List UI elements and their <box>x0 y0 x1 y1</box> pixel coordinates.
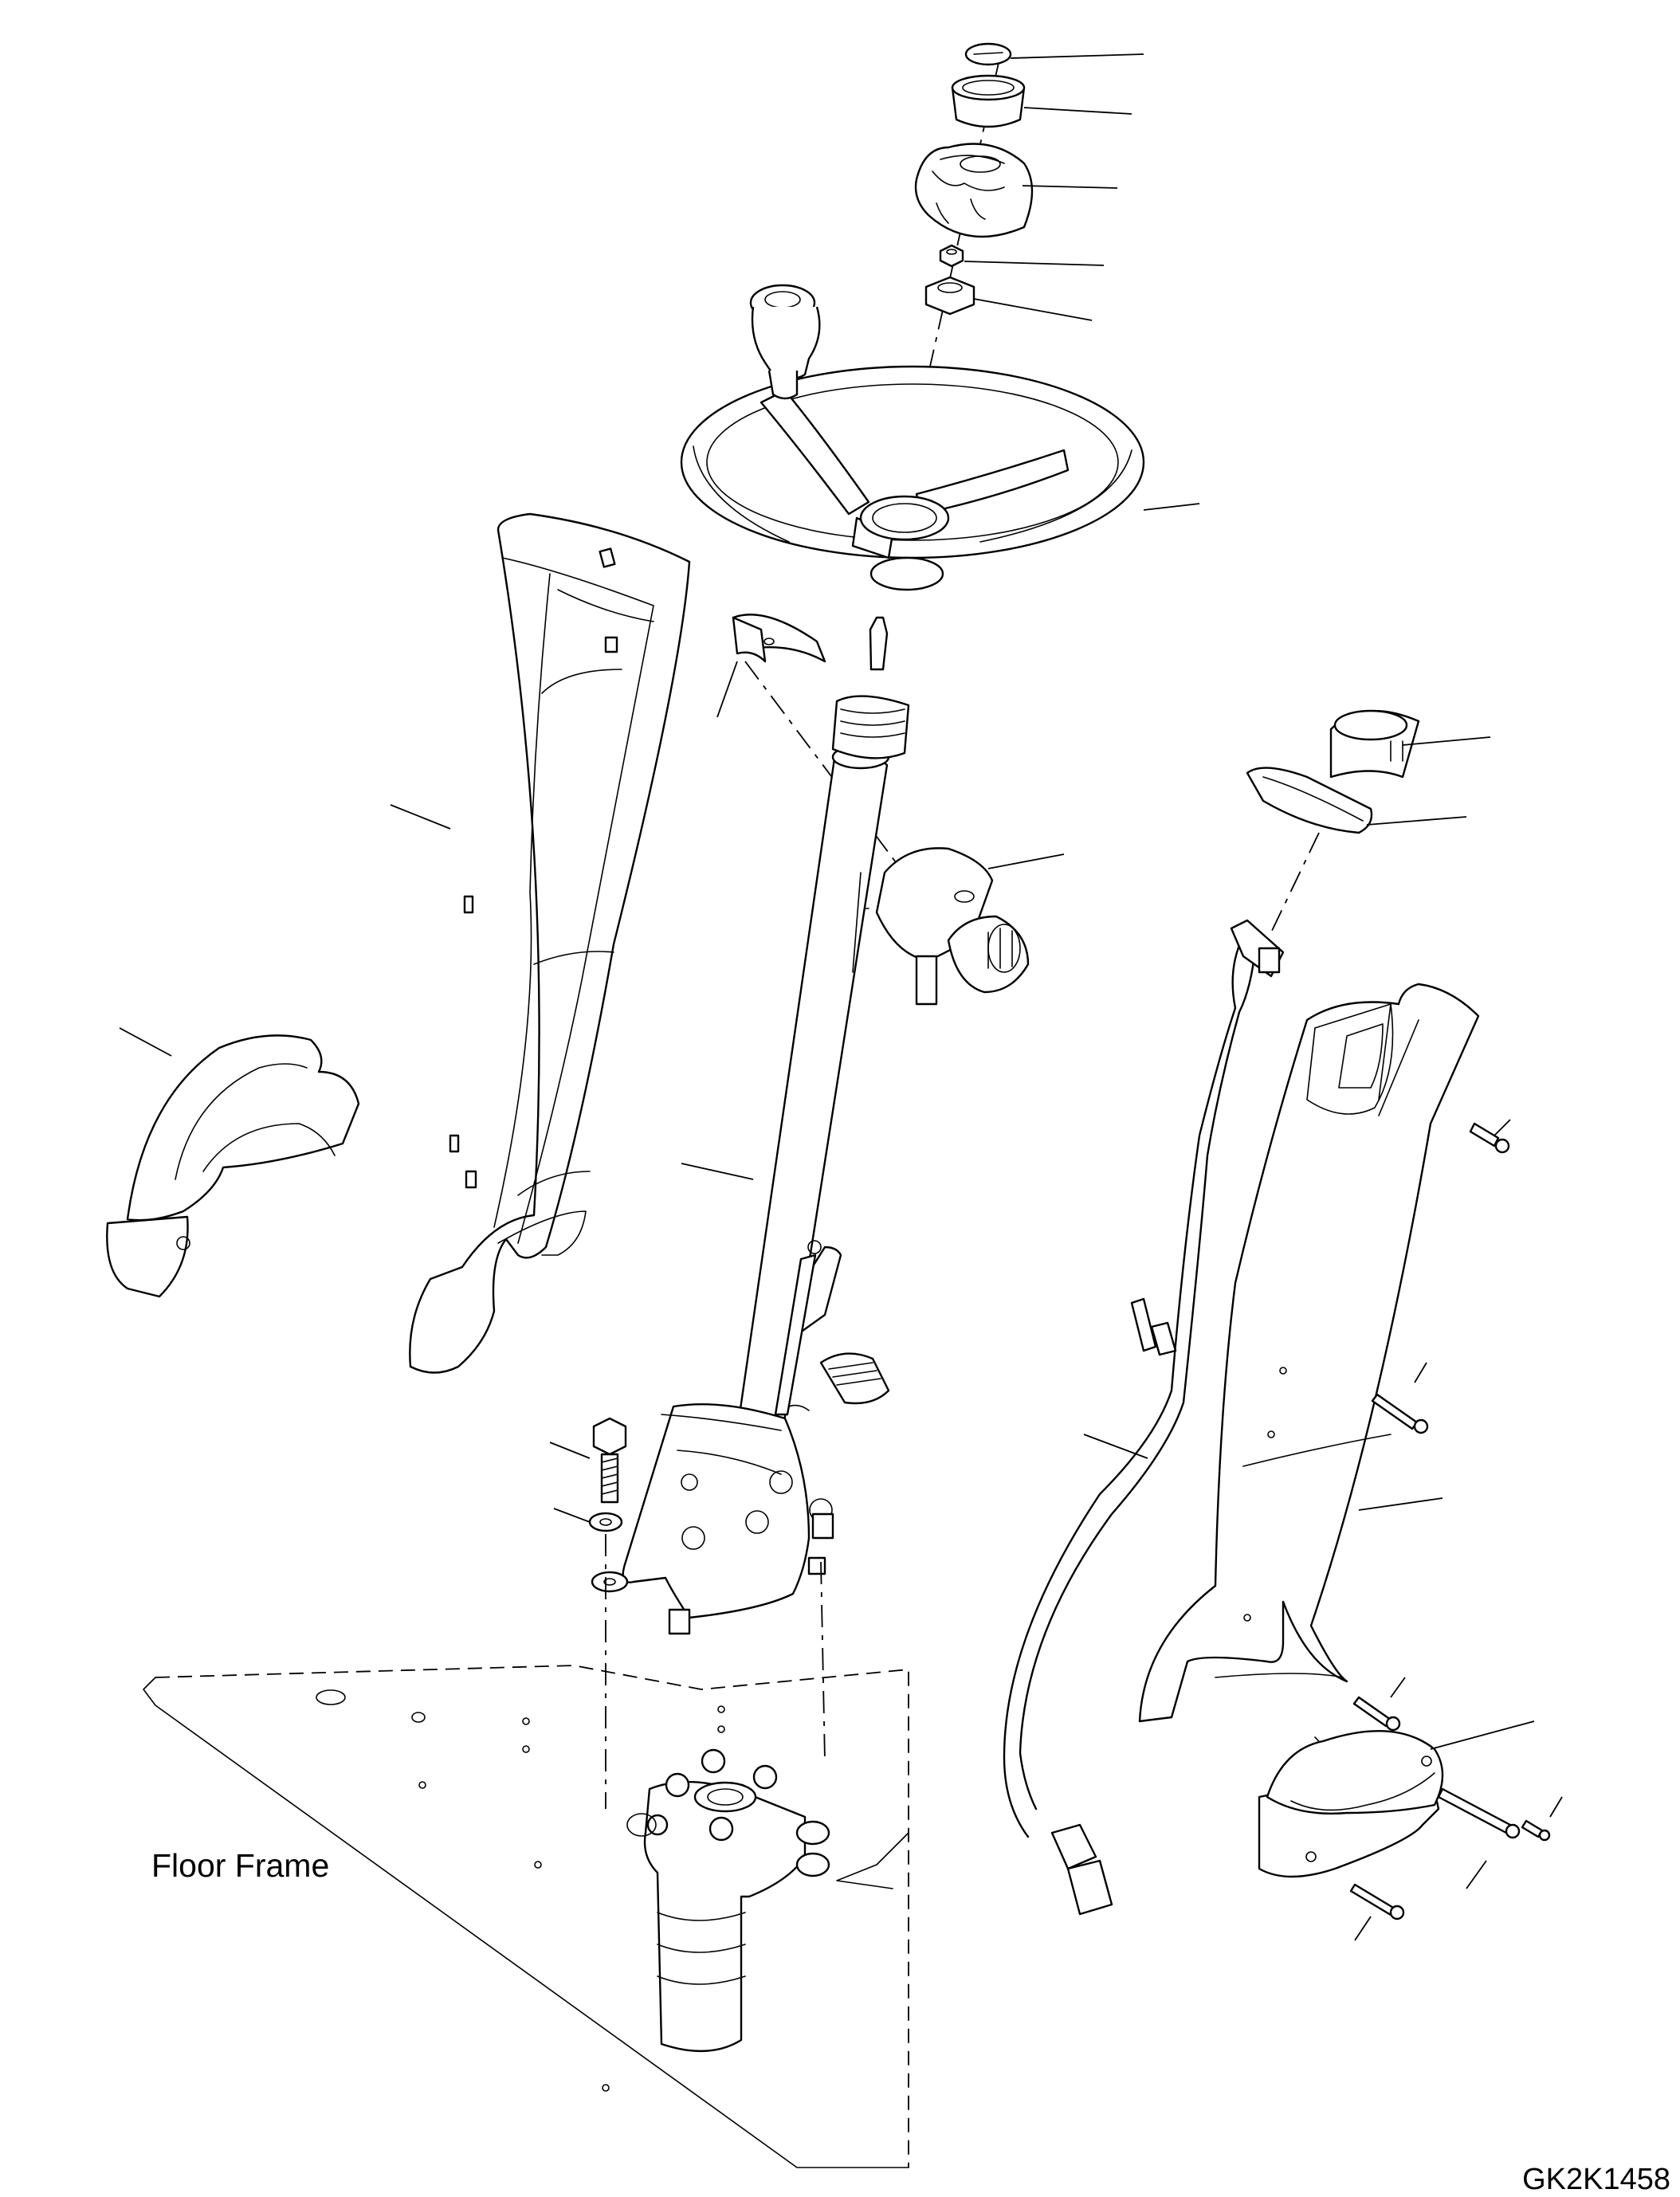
display-gauge <box>1329 709 1491 779</box>
gauge-bezel <box>1246 767 1467 933</box>
cap-ring <box>951 74 1132 128</box>
floor-frame <box>143 1665 909 2168</box>
mount-bolt <box>549 1417 627 1504</box>
column-bracket <box>591 1403 834 1635</box>
large-nut <box>924 276 1093 321</box>
steering-column <box>681 616 910 1430</box>
steering-valve <box>626 1748 830 2053</box>
washer <box>553 1508 826 1809</box>
right-kick-cover <box>1258 1720 1563 1941</box>
floor-frame-label: Floor Frame <box>151 1847 330 1884</box>
spinner-knob <box>749 284 821 400</box>
wire-harness <box>1003 919 1285 1916</box>
right-column-cover <box>1138 983 1480 1758</box>
hub-cover <box>914 143 1118 238</box>
drawing-id-label: GK2K1458 <box>1522 2163 1670 2196</box>
cover-screws <box>1352 1119 1511 1732</box>
cap-disc <box>964 42 1144 66</box>
left-kick-cover <box>106 1027 360 1298</box>
steering-wheel-assembly <box>680 42 1200 591</box>
left-column-cover <box>390 512 691 1374</box>
tilt-lever-clamp <box>875 847 1065 1006</box>
steering-wheel <box>680 365 1200 591</box>
small-nut <box>939 244 1105 268</box>
